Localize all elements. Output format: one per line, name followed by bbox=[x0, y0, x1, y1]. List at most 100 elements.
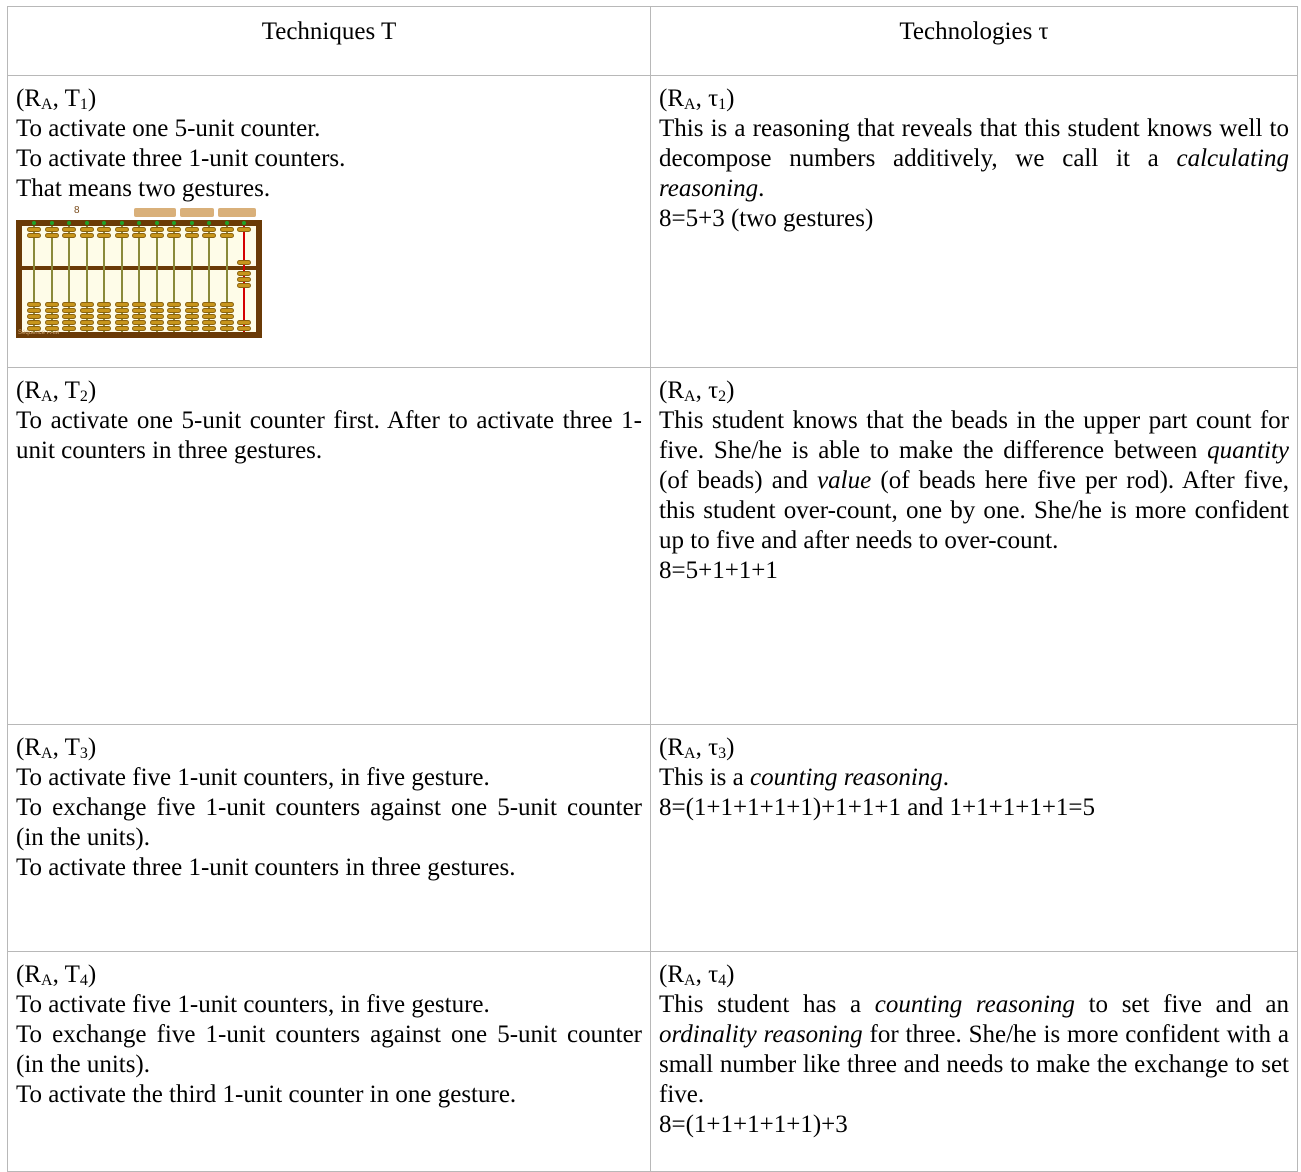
technique-label: (RA, T3) bbox=[16, 734, 97, 762]
abacus-rod bbox=[120, 226, 123, 332]
abacus-bead bbox=[62, 314, 76, 319]
abacus-bead bbox=[184, 320, 199, 325]
abacus-bead bbox=[79, 233, 94, 238]
abacus-rod-light bbox=[32, 221, 36, 225]
abacus-bead bbox=[27, 320, 41, 325]
abacus-rod bbox=[68, 226, 70, 332]
abacus-bead bbox=[219, 233, 234, 238]
technique-line: To activate one 5-unit counter. bbox=[16, 115, 321, 142]
abacus-bead bbox=[149, 308, 164, 313]
abacus-bead bbox=[202, 308, 216, 313]
technique-label: (RA, T2) bbox=[16, 377, 97, 405]
abacus-bead bbox=[62, 320, 76, 325]
abacus-bead bbox=[44, 314, 59, 319]
technology-cell: (RA, τ4) This student has a counting rea… bbox=[650, 951, 1298, 1172]
technique-line: To activate the third 1-unit counter in … bbox=[16, 1081, 517, 1108]
abacus-rod bbox=[33, 226, 35, 332]
technology-label: (RA, τ3) bbox=[659, 734, 735, 762]
abacus-bead bbox=[62, 326, 76, 331]
abacus-bead bbox=[184, 326, 199, 331]
abacus-rod bbox=[103, 226, 105, 332]
abacus-bead bbox=[44, 326, 59, 331]
abacus-bead bbox=[149, 302, 164, 307]
technology-cell: (RA, τ3) This is a counting reasoning. 8… bbox=[650, 724, 1298, 952]
table-row: (RA, T2) To activate one 5-unit counter … bbox=[7, 367, 1298, 725]
abacus-bead bbox=[44, 233, 59, 238]
technique-line: To activate three 1-unit counters. bbox=[16, 145, 346, 172]
abacus-bead bbox=[79, 314, 94, 319]
abacus-bead bbox=[62, 227, 76, 232]
abacus-rod-light bbox=[172, 221, 176, 225]
table-row: (RA, T4) To activate five 1-unit counter… bbox=[7, 951, 1298, 1172]
table-row: (RA, T3) To activate five 1-unit counter… bbox=[7, 724, 1298, 952]
header-techniques: Techniques T bbox=[7, 6, 651, 76]
technology-cell: (RA, τ1) This is a reasoning that reveal… bbox=[650, 75, 1298, 368]
abacus-bead bbox=[114, 320, 129, 325]
abacus-bead bbox=[27, 308, 41, 313]
abacus-rod bbox=[50, 226, 53, 332]
abacus-bead bbox=[167, 326, 181, 331]
abacus-bead bbox=[237, 320, 251, 325]
abacus-bead bbox=[167, 227, 181, 232]
abacus-bead bbox=[167, 233, 181, 238]
abacus-bead bbox=[167, 308, 181, 313]
abacus-bead bbox=[79, 326, 94, 331]
technique-line: That means two gestures. bbox=[16, 175, 271, 202]
technology-equation: 8=5+3 (two gestures) bbox=[659, 205, 874, 232]
abacus-rod bbox=[190, 226, 193, 332]
abacus-bead bbox=[97, 308, 111, 313]
technology-equation: 8=(1+1+1+1+1)+3 bbox=[659, 1111, 848, 1138]
header-row: Techniques T Technologies τ bbox=[7, 6, 1298, 76]
abacus-rod-light bbox=[49, 221, 54, 225]
abacus-button bbox=[180, 208, 214, 217]
abacus-bead bbox=[27, 227, 41, 232]
technology-text: This student knows that the beads in the… bbox=[659, 407, 1290, 554]
abacus-bead bbox=[202, 314, 216, 319]
abacus-bead bbox=[97, 320, 111, 325]
abacus-bead bbox=[114, 308, 129, 313]
abacus-rod-light bbox=[119, 221, 124, 225]
abacus-rod bbox=[208, 226, 210, 332]
abacus-bead bbox=[44, 320, 59, 325]
technology-label: (RA, τ2) bbox=[659, 377, 735, 405]
technology-cell: (RA, τ2) This student knows that the bea… bbox=[650, 367, 1298, 725]
abacus-bead bbox=[184, 302, 199, 307]
abacus-rod-light bbox=[154, 221, 159, 225]
abacus-bead bbox=[62, 302, 76, 307]
abacus-bead bbox=[132, 233, 146, 238]
abacus-rod bbox=[173, 226, 175, 332]
abacus-bead bbox=[202, 326, 216, 331]
abacus-bead bbox=[132, 326, 146, 331]
abacus-bead bbox=[237, 283, 251, 288]
abacus-image: 8 Séquence PAM bbox=[16, 206, 262, 338]
technique-line: To exchange five 1-unit counters against… bbox=[16, 794, 642, 851]
abacus-bead bbox=[132, 302, 146, 307]
abacus-button bbox=[134, 208, 176, 217]
abacus-bead bbox=[219, 326, 234, 331]
abacus-rod-light bbox=[67, 221, 71, 225]
abacus-bead bbox=[202, 233, 216, 238]
abacus-bead bbox=[62, 308, 76, 313]
abacus-rod-light bbox=[242, 221, 246, 225]
abacus-caption: Séquence PAM bbox=[18, 330, 60, 336]
abacus-rod bbox=[225, 226, 228, 332]
abacus-bead bbox=[44, 308, 59, 313]
abacus-bead bbox=[219, 320, 234, 325]
abacus-bead bbox=[219, 302, 234, 307]
abacus-bead bbox=[132, 314, 146, 319]
technology-text: This is a counting reasoning. bbox=[659, 764, 950, 791]
abacus-bead bbox=[132, 308, 146, 313]
abacus-bead bbox=[132, 227, 146, 232]
abacus-bead bbox=[167, 302, 181, 307]
abacus-rod bbox=[85, 226, 88, 332]
abacus-bead bbox=[219, 308, 234, 313]
technique-line: To activate five 1-unit counters, in fiv… bbox=[16, 764, 490, 791]
abacus-bead bbox=[79, 227, 94, 232]
techniques-technologies-table: Techniques T Technologies τ (RA, T1) To … bbox=[7, 6, 1298, 1172]
abacus-bead bbox=[79, 308, 94, 313]
technique-line: To exchange five 1-unit counters against… bbox=[16, 1021, 642, 1078]
abacus-bead bbox=[132, 320, 146, 325]
technology-equation: 8=5+1+1+1 bbox=[659, 557, 778, 584]
abacus-bead bbox=[184, 314, 199, 319]
technique-cell: (RA, T4) To activate five 1-unit counter… bbox=[7, 951, 651, 1172]
